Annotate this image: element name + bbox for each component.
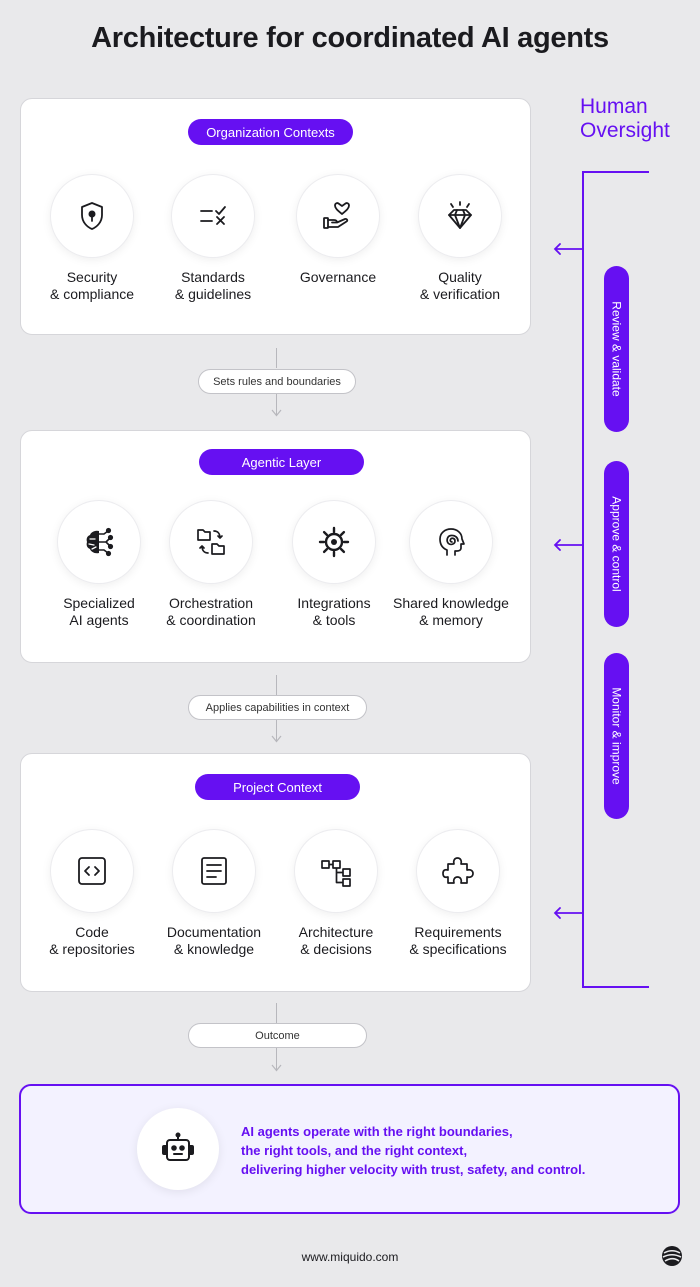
document-icon: [173, 830, 255, 912]
outcome-line: AI agents operate with the right boundar…: [241, 1124, 513, 1139]
review-validate-pill: Review & validate: [604, 266, 629, 432]
connector-line: [276, 348, 277, 368]
agentic-layer-panel: Agentic Layer Specialized AI agents Orch…: [20, 430, 531, 663]
puzzle-icon: [417, 830, 499, 912]
connector-line: [276, 1048, 277, 1070]
oversight-title-line: Oversight: [580, 119, 670, 142]
robot-icon: [137, 1108, 219, 1190]
connector-line: [276, 394, 277, 415]
oversight-line-bottom: [582, 986, 649, 988]
monitor-improve-pill: Monitor & improve: [604, 653, 629, 819]
item-label: Governance: [299, 269, 377, 285]
vpill-label: Monitor & improve: [609, 687, 624, 785]
shield-lock-icon: [51, 175, 133, 257]
arrow-left-icon: [553, 243, 583, 255]
approve-control-pill: Approve & control: [604, 461, 629, 627]
organization-contexts-pill: Organization Contexts: [188, 119, 353, 145]
project-context-panel: Project Context Code & repositories Docu…: [20, 753, 531, 992]
item-documentation-knowledge: Documentation & knowledge: [154, 830, 274, 958]
oversight-title-line: Human: [580, 95, 648, 118]
human-oversight-title: Human Oversight: [580, 95, 670, 143]
item-specialized-ai-agents: Specialized AI agents: [39, 501, 159, 629]
arrow-left-icon: [553, 539, 583, 551]
item-integrations-tools: Integrations & tools: [274, 501, 394, 629]
miquido-logo-icon: [662, 1246, 682, 1266]
connector-line: [276, 1003, 277, 1023]
hierarchy-icon: [295, 830, 377, 912]
folders-sync-icon: [170, 501, 252, 583]
item-architecture-decisions: Architecture & decisions: [276, 830, 396, 958]
connector-line: [276, 720, 277, 741]
item-code-repositories: Code & repositories: [32, 830, 152, 958]
item-label: Code & repositories: [49, 924, 135, 957]
item-security-compliance: Security & compliance: [32, 175, 152, 303]
arrow-left-icon: [553, 907, 583, 919]
item-label: Requirements & specifications: [409, 924, 507, 957]
oversight-line-top: [582, 171, 649, 173]
head-spiral-icon: [410, 501, 492, 583]
agentic-layer-pill: Agentic Layer: [199, 449, 364, 475]
page-title: Architecture for coordinated AI agents: [91, 22, 609, 54]
outcome-line: the right tools, and the right context,: [241, 1143, 468, 1158]
item-label: Specialized AI agents: [63, 595, 135, 628]
item-label: Shared knowledge & memory: [393, 595, 509, 628]
gear-icon: [293, 501, 375, 583]
arrow-down-icon: [271, 409, 282, 417]
oversight-line-vertical: [582, 171, 584, 988]
item-label: Standards & guidelines: [174, 269, 252, 302]
project-context-pill: Project Context: [195, 774, 360, 800]
item-label: Quality & verification: [419, 269, 501, 302]
outcome-box: AI agents operate with the right boundar…: [19, 1084, 680, 1214]
heart-hand-icon: [297, 175, 379, 257]
item-label: Security & compliance: [49, 269, 135, 302]
arrow-down-icon: [271, 735, 282, 743]
item-label: Architecture & decisions: [298, 924, 374, 957]
outcome-line: delivering higher velocity with trust, s…: [241, 1162, 586, 1177]
connector-pill-capabilities: Applies capabilities in context: [188, 695, 367, 720]
item-label: Documentation & knowledge: [166, 924, 262, 957]
arrow-down-icon: [271, 1064, 282, 1072]
code-icon: [51, 830, 133, 912]
item-quality-verification: Quality & verification: [400, 175, 520, 303]
item-shared-knowledge-memory: Shared knowledge & memory: [391, 501, 511, 629]
footer-url[interactable]: www.miquido.com: [301, 1250, 399, 1264]
item-governance: Governance: [278, 175, 398, 286]
vpill-label: Review & validate: [609, 301, 624, 397]
checklist-icon: [172, 175, 254, 257]
connector-line: [276, 675, 277, 695]
outcome-text: AI agents operate with the right boundar…: [241, 1122, 661, 1179]
connector-pill-outcome: Outcome: [188, 1023, 367, 1048]
item-standards-guidelines: Standards & guidelines: [153, 175, 273, 303]
vpill-label: Approve & control: [609, 496, 624, 592]
item-label: Orchestration & coordination: [166, 595, 256, 628]
connector-pill-rules: Sets rules and boundaries: [198, 369, 356, 394]
item-orchestration-coordination: Orchestration & coordination: [151, 501, 271, 629]
organization-contexts-panel: Organization Contexts Security & complia…: [20, 98, 531, 335]
item-label: Integrations & tools: [297, 595, 371, 628]
item-requirements-specifications: Requirements & specifications: [398, 830, 518, 958]
ai-brain-icon: [58, 501, 140, 583]
diamond-icon: [419, 175, 501, 257]
